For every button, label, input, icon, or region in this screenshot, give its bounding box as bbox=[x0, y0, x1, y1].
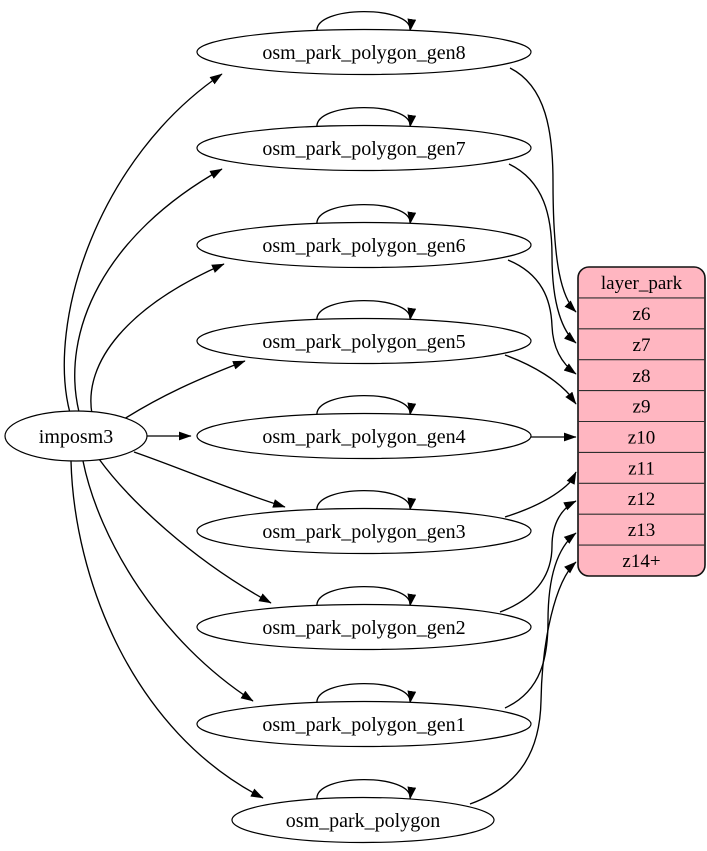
edge-gen6-to-z8 bbox=[507, 259, 577, 375]
node-layer-park: layer_park z6 z7 z8 z9 z10 z11 z12 z13 z… bbox=[577, 266, 706, 577]
gen3-label: osm_park_polygon_gen3 bbox=[262, 521, 465, 543]
edge-imposm3-to-osm-park-polygon-gen3 bbox=[133, 451, 286, 508]
gen5-ellipse bbox=[196, 317, 532, 365]
edge-gen1-to-z13 bbox=[504, 532, 577, 709]
edges-from-source bbox=[63, 73, 286, 799]
layer-park-row-z6: z6 bbox=[633, 304, 651, 325]
self-loop-osm-park-polygon-gen6 bbox=[316, 204, 417, 226]
imposm3-label: imposm3 bbox=[39, 426, 113, 448]
node-osm-park-polygon-gen5: osm_park_polygon_gen5 bbox=[196, 317, 532, 365]
gen8-label: osm_park_polygon_gen8 bbox=[262, 42, 465, 64]
edge-gen3-to-z11 bbox=[504, 471, 577, 518]
layer-park-row-z10: z10 bbox=[628, 428, 655, 449]
self-loop-osm-park-polygon-gen7 bbox=[316, 107, 417, 129]
gen4-label: osm_park_polygon_gen4 bbox=[262, 426, 465, 448]
self-loop-osm-park-polygon-gen4 bbox=[316, 395, 417, 417]
node-osm-park-polygon-gen2: osm_park_polygon_gen2 bbox=[196, 603, 532, 651]
self-loop-edges bbox=[316, 11, 417, 801]
edge-polygon-to-z14plus bbox=[469, 561, 577, 805]
self-loop-osm-park-polygon-gen1 bbox=[316, 683, 417, 705]
self-loop-osm-park-polygon-gen5 bbox=[316, 300, 417, 322]
gen7-label: osm_park_polygon_gen7 bbox=[262, 138, 465, 160]
gen1-ellipse bbox=[196, 700, 532, 748]
node-osm-park-polygon-gen6: osm_park_polygon_gen6 bbox=[196, 221, 532, 269]
edge-imposm3-to-osm-park-polygon bbox=[70, 460, 264, 799]
polygon-label: osm_park_polygon bbox=[286, 810, 440, 832]
edge-gen5-to-z9 bbox=[504, 354, 577, 405]
edge-imposm3-to-osm-park-polygon-gen2 bbox=[98, 458, 272, 604]
edge-gen2-to-z12 bbox=[499, 500, 577, 613]
edge-imposm3-to-osm-park-polygon-gen7 bbox=[74, 168, 223, 413]
layer-park-row-z9: z9 bbox=[633, 397, 651, 418]
gen8-ellipse bbox=[196, 28, 532, 76]
edge-imposm3-to-osm-park-polygon-gen8 bbox=[63, 73, 223, 414]
node-osm-park-polygon-gen8: osm_park_polygon_gen8 bbox=[196, 28, 532, 76]
layer-park-row-z8: z8 bbox=[633, 366, 651, 387]
layer-park-row-z11: z11 bbox=[628, 459, 655, 480]
edge-imposm3-to-osm-park-polygon-gen1 bbox=[82, 460, 254, 702]
self-loop-osm-park-polygon-gen3 bbox=[316, 490, 417, 512]
gen6-label: osm_park_polygon_gen6 bbox=[262, 235, 465, 257]
gen4-ellipse bbox=[196, 412, 532, 460]
node-imposm3: imposm3 bbox=[4, 410, 148, 462]
layer-park-row-z12: z12 bbox=[628, 489, 655, 510]
polygon-ellipse bbox=[231, 796, 495, 844]
gen7-ellipse bbox=[196, 124, 532, 172]
layer-park-row-z7: z7 bbox=[633, 335, 651, 356]
gen2-ellipse bbox=[196, 603, 532, 651]
self-loop-osm-park-polygon-gen8 bbox=[316, 11, 417, 33]
gen3-ellipse bbox=[196, 507, 532, 555]
layer-park-row-z13: z13 bbox=[628, 520, 655, 541]
edge-imposm3-to-osm-park-polygon-gen6 bbox=[90, 263, 225, 415]
node-osm-park-polygon-gen4: osm_park_polygon_gen4 bbox=[196, 412, 532, 460]
edges-to-layer bbox=[469, 67, 577, 805]
node-osm-park-polygon-gen3: osm_park_polygon_gen3 bbox=[196, 507, 532, 555]
self-loop-osm-park-polygon-gen2 bbox=[316, 586, 417, 608]
edge-gen8-to-z6 bbox=[509, 67, 577, 313]
gen1-label: osm_park_polygon_gen1 bbox=[262, 714, 465, 736]
edge-imposm3-to-osm-park-polygon-gen5 bbox=[120, 360, 246, 422]
self-loop-osm-park-polygon bbox=[316, 779, 417, 801]
gen6-ellipse bbox=[196, 221, 532, 269]
node-osm-park-polygon: osm_park_polygon bbox=[231, 796, 495, 844]
edge-gen7-to-z7 bbox=[508, 163, 577, 344]
layer-park-title: layer_park bbox=[601, 273, 683, 294]
layer-park-row-z14plus: z14+ bbox=[622, 551, 660, 572]
node-osm-park-polygon-gen7: osm_park_polygon_gen7 bbox=[196, 124, 532, 172]
gen5-label: osm_park_polygon_gen5 bbox=[262, 331, 465, 353]
imposm3-ellipse bbox=[4, 410, 148, 462]
node-osm-park-polygon-gen1: osm_park_polygon_gen1 bbox=[196, 700, 532, 748]
gen2-label: osm_park_polygon_gen2 bbox=[262, 617, 465, 639]
